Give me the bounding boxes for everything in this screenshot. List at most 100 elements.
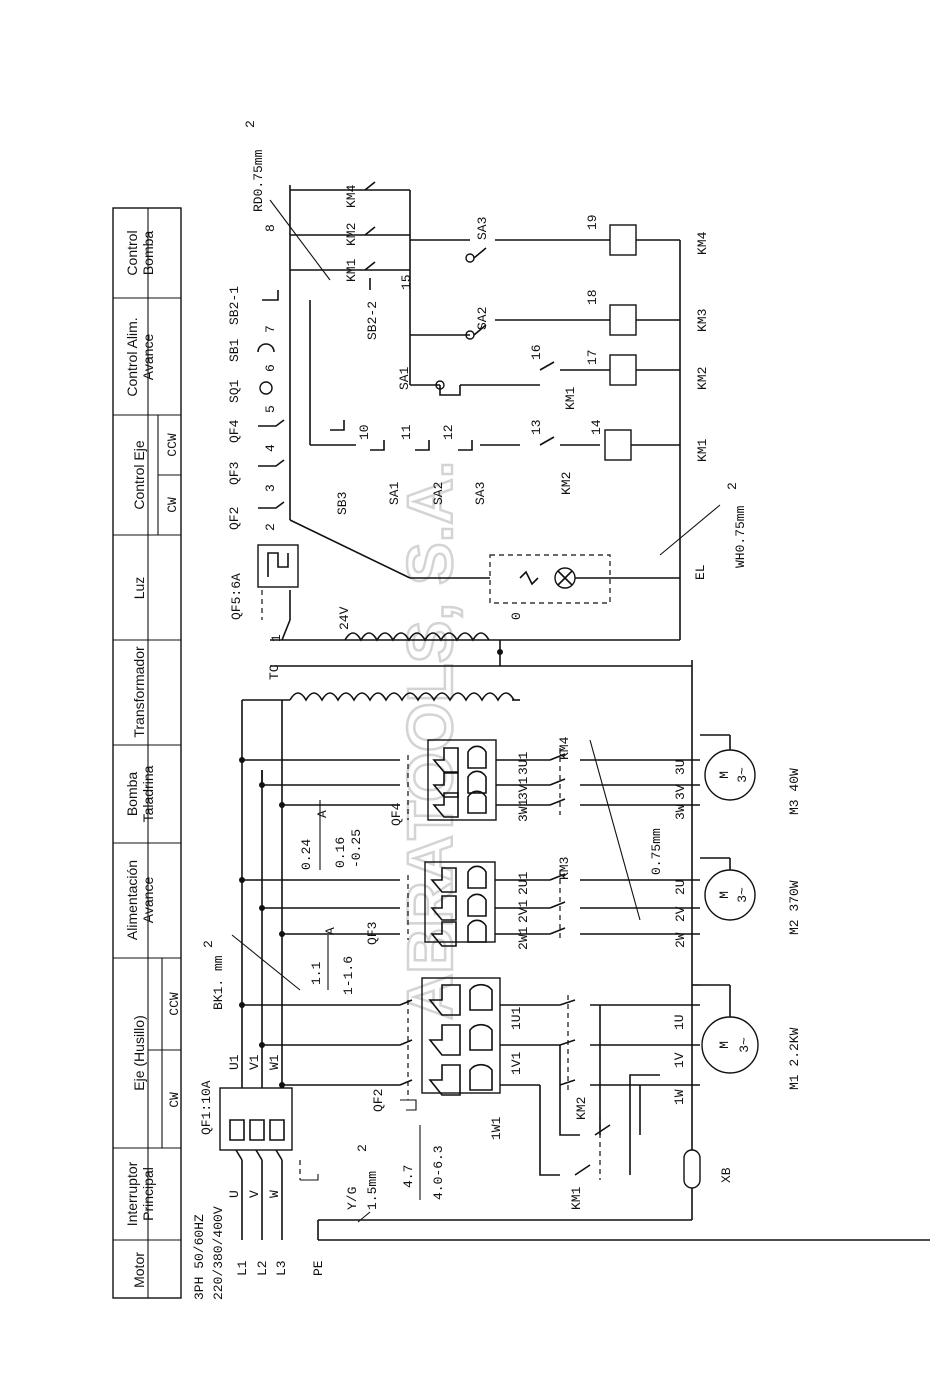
qf1-main-breaker: QF1:10A (199, 1080, 319, 1181)
sa2-label-b: SA2 (475, 307, 490, 330)
sb3-button (330, 420, 345, 431)
svg-text:3V: 3V (673, 784, 688, 800)
km2-interlock-label: KM2 (559, 472, 574, 495)
bk-label: BK1. mm (211, 955, 226, 1010)
table-control-cw: CW (165, 497, 180, 513)
svg-text:2: 2 (243, 120, 258, 128)
svg-text:QF4: QF4 (389, 802, 404, 826)
table-luz: Luz (131, 577, 147, 600)
svg-text:1-1.6: 1-1.6 (341, 956, 356, 995)
coil-km1-label: KM1 (695, 438, 710, 462)
svg-text:6: 6 (263, 364, 278, 372)
svg-text:4: 4 (263, 444, 278, 452)
sb21-button (262, 290, 279, 301)
svg-text:QF2: QF2 (227, 507, 242, 530)
svg-text:0.24: 0.24 (299, 839, 314, 870)
m1-km1-label: KM1 (569, 1186, 584, 1210)
svg-text:16: 16 (529, 344, 544, 360)
svg-text:SB2-1: SB2-1 (227, 286, 242, 325)
m2-feed-circuit: 1.1 A 1-1.6 QF3 2U1 2V1 2W1 KM3 2U 2V 2W… (239, 857, 802, 995)
power-supply: 3PH 50/60HZ 220/380/400V L1 L2 L3 PE U V… (192, 700, 930, 1300)
m2-km3-label: KM3 (557, 857, 572, 880)
svg-text:2: 2 (201, 940, 216, 948)
qf2-aux-contact (258, 501, 285, 509)
l3-label: L3 (274, 1260, 289, 1276)
sb1-stop-button (257, 343, 275, 353)
svg-text:10: 10 (357, 424, 372, 440)
svg-text:19: 19 (585, 214, 600, 230)
m3-label: M3 40W (787, 768, 802, 815)
sa2-switch-a (415, 440, 430, 451)
svg-text:A: A (315, 810, 330, 818)
wire-075-label: 0.75mm (649, 828, 664, 875)
qf4-aux-contact (258, 419, 285, 427)
svg-text:-0.25: -0.25 (349, 829, 364, 868)
table-ccw: CCW (167, 992, 182, 1016)
svg-text:QF4: QF4 (227, 419, 242, 443)
m1-km2-label: KM2 (574, 1097, 589, 1120)
control-circuit: QF2 QF3 QF4 SQ1 SB1 SB2-1 2 3 4 5 6 7 8 … (227, 120, 748, 641)
function-table: Motor Interruptor Principal Eje (Husillo… (112, 207, 182, 1299)
m2-label: M2 370W (787, 880, 802, 935)
svg-text:3~: 3~ (735, 887, 750, 903)
svg-text:KM4: KM4 (344, 184, 359, 208)
svg-text:3U: 3U (673, 759, 688, 775)
svg-text:1U1: 1U1 (509, 1006, 524, 1030)
svg-text:1.1: 1.1 (309, 961, 324, 985)
svg-text:U: U (227, 1190, 242, 1198)
svg-text:Principal: Principal (140, 1167, 156, 1221)
yg-label: Y/G (345, 1187, 360, 1210)
coil-km1 (604, 429, 632, 461)
tc-label: TC (267, 664, 282, 680)
table-eje: Eje (Husillo) (131, 1015, 147, 1090)
svg-text:2V1: 2V1 (516, 899, 531, 923)
svg-text:4.0-6.3: 4.0-6.3 (431, 1145, 446, 1200)
qf3-aux-contact (258, 459, 285, 467)
svg-text:7: 7 (263, 325, 278, 333)
svg-text:3W: 3W (673, 804, 688, 820)
table-transformador: Transformador (131, 646, 147, 738)
sa1-label-a: SA1 (387, 481, 402, 505)
svg-text:3: 3 (263, 484, 278, 492)
sa3-label-a: SA3 (473, 482, 488, 505)
svg-text:5: 5 (263, 405, 278, 413)
lamp-el: EL (289, 519, 708, 604)
qf5-label: QF5:6A (229, 573, 244, 620)
svg-text:2V: 2V (673, 906, 688, 922)
el-label: EL (693, 564, 708, 580)
coil-km3-label: KM3 (695, 309, 710, 332)
wh-label: WH0.75mm (733, 505, 748, 568)
svg-text:12: 12 (441, 424, 456, 440)
svg-text:Avance: Avance (140, 334, 156, 381)
m1-spindle-circuit: QF2 4.7 4.0-6.3 1U1 1V1 1W1 KM2 KM1 (239, 977, 802, 1210)
m1-label: M1 2.2KW (787, 1027, 802, 1090)
sa3-switch-a (458, 440, 473, 451)
km2-interlock (539, 436, 555, 446)
l1-label: L1 (235, 1260, 250, 1276)
svg-text:M: M (717, 891, 732, 899)
table-control-alim: Control Alim. (124, 317, 140, 396)
pe-label: PE (311, 1260, 326, 1276)
svg-text:M: M (717, 771, 732, 779)
coil-km2-label: KM2 (695, 367, 710, 390)
table-control-eje: Control Eje (131, 440, 147, 509)
sa2-switch-b (473, 324, 487, 336)
svg-text:4.7: 4.7 (401, 1165, 416, 1188)
coil-km2 (609, 354, 637, 386)
svg-text:2U: 2U (673, 879, 688, 895)
km1-interlock-label: KM1 (563, 386, 578, 410)
svg-text:11: 11 (399, 424, 414, 440)
sb3-label: SB3 (335, 492, 350, 515)
svg-text:17: 17 (585, 349, 600, 365)
qf2-breaker: QF2 4.7 4.0-6.3 (371, 977, 501, 1200)
svg-text:KM2: KM2 (344, 223, 359, 246)
coil-km4-label: KM4 (695, 231, 710, 255)
svg-text:1U: 1U (672, 1014, 687, 1030)
svg-text:QF3: QF3 (365, 922, 380, 945)
table-control-ccw: CCW (165, 433, 180, 457)
table-bomba-taladrina: Bomba (124, 772, 140, 817)
svg-text:A: A (323, 927, 338, 935)
m3-pump-circuit: 0.24 A 0.16 -0.25 QF4 3U1 3V1 3W1 KM4 3U… (239, 734, 802, 921)
svg-text:1V: 1V (672, 1052, 687, 1068)
sq1-limit-switch (259, 381, 273, 395)
